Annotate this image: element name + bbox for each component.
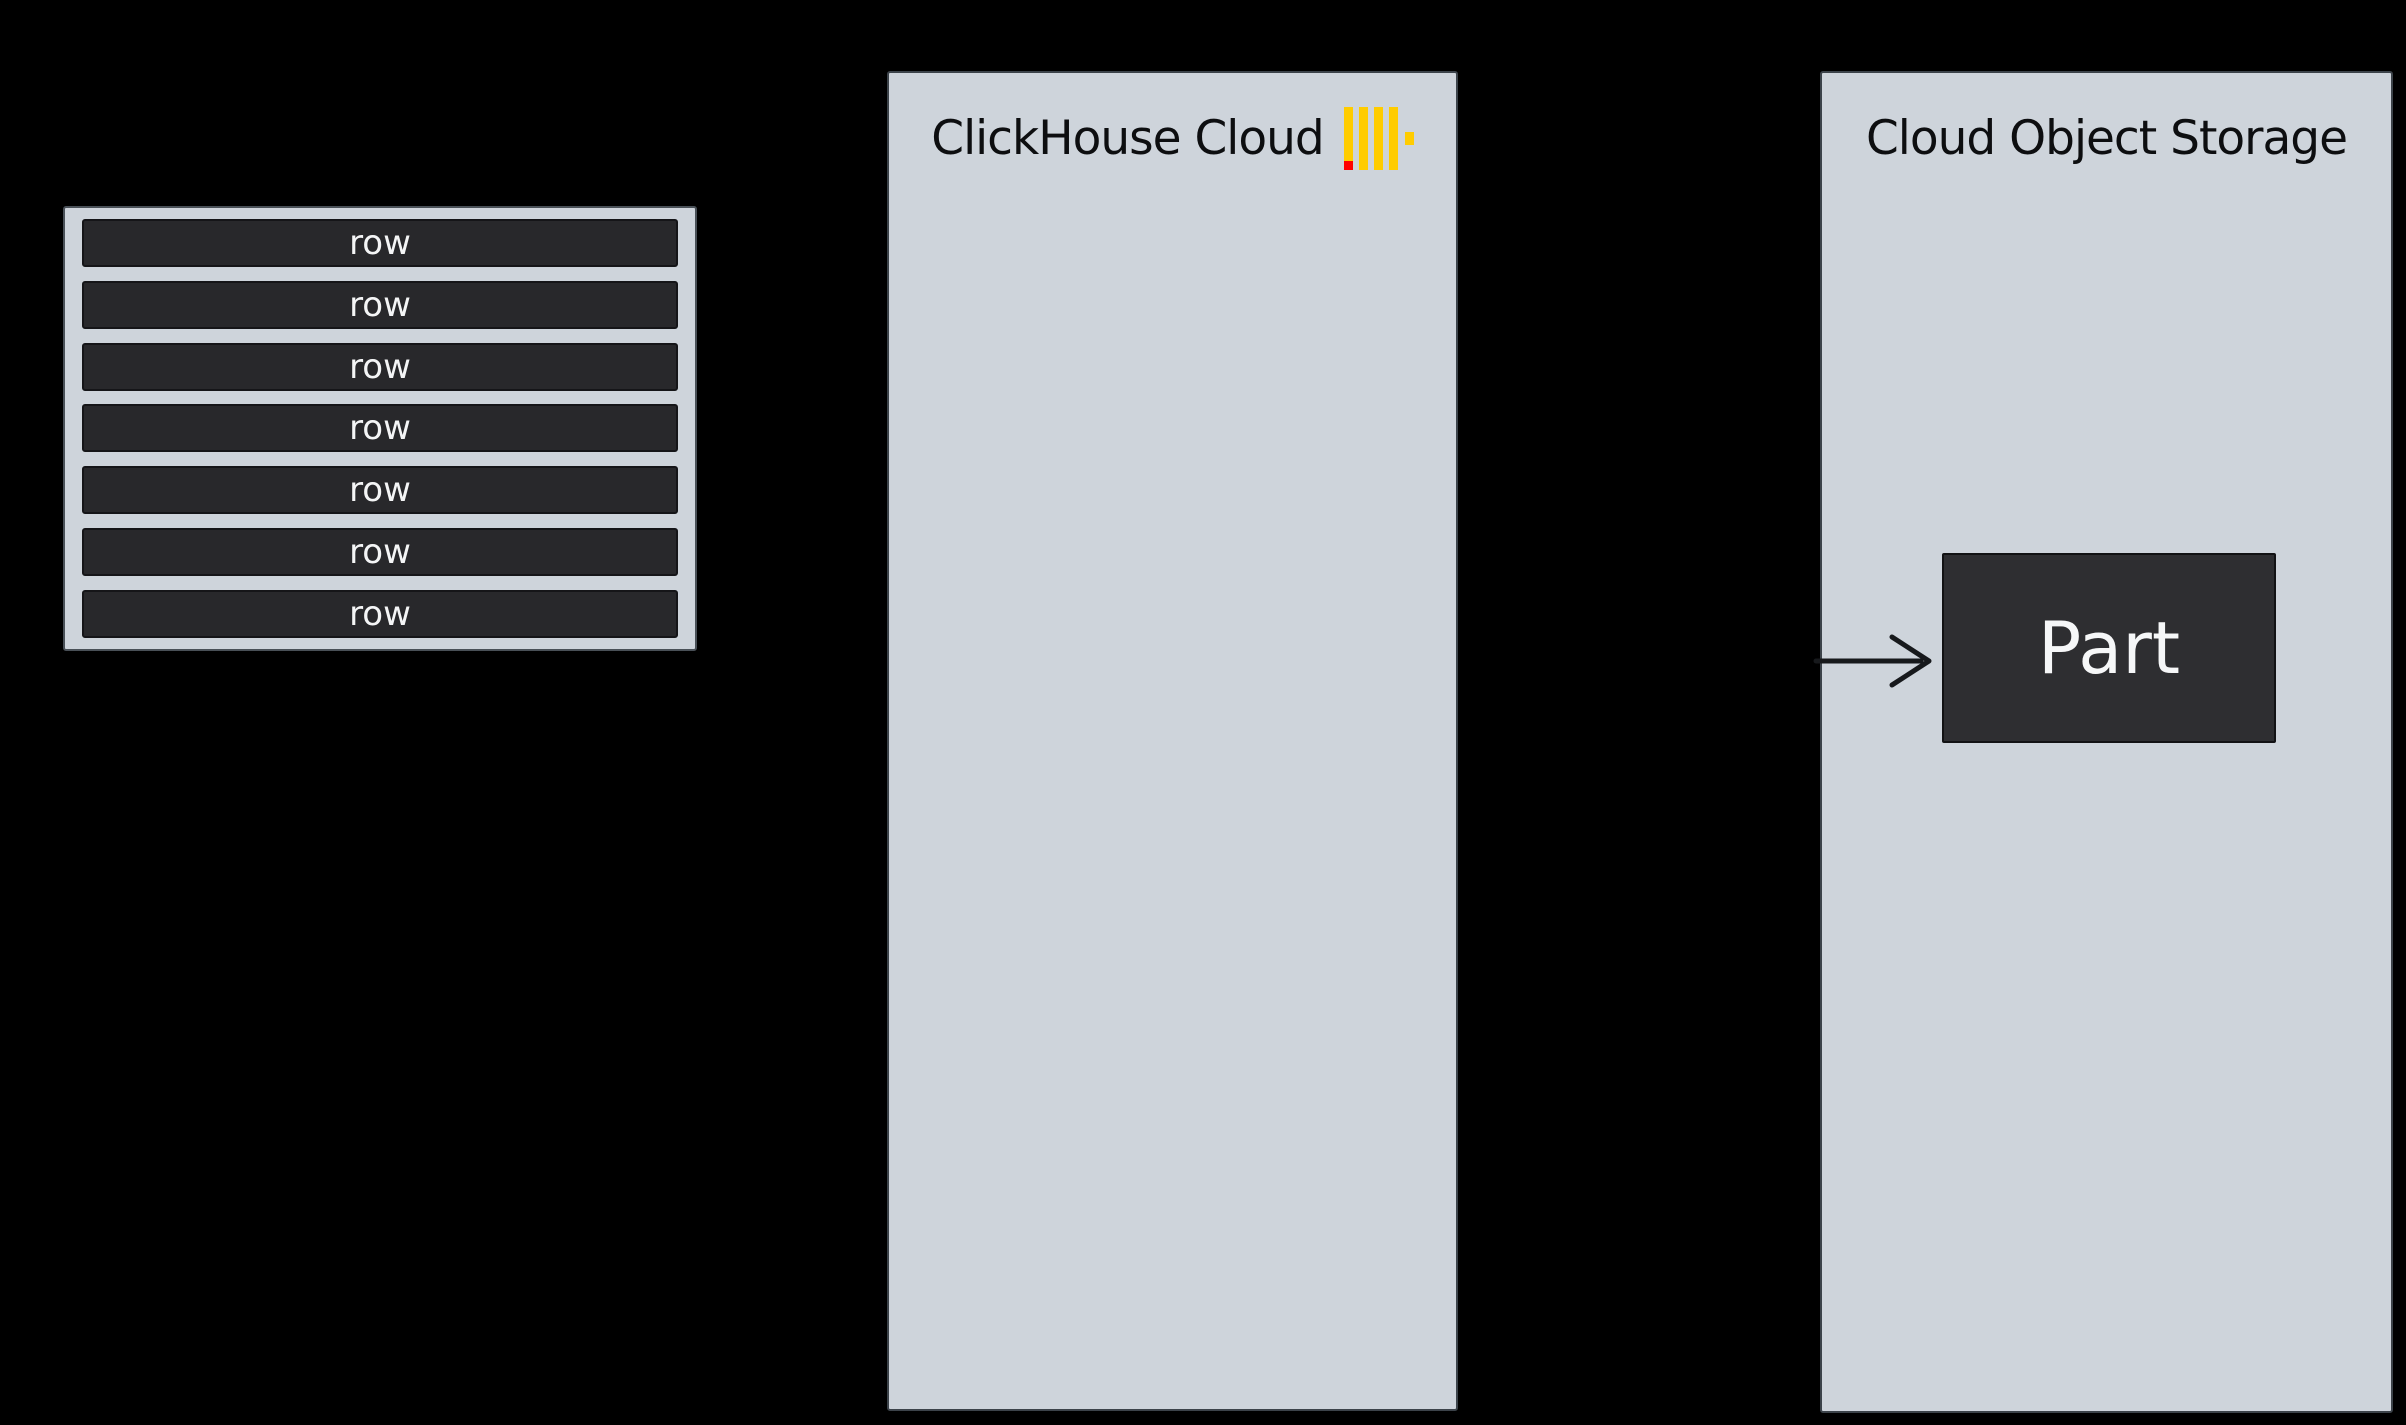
table-row: row xyxy=(82,466,678,515)
rows-table: row row row row row row row xyxy=(63,206,697,651)
row-label: row xyxy=(349,284,411,325)
row-label: row xyxy=(349,223,411,263)
part-box: Part xyxy=(1942,553,2276,743)
table-row: row xyxy=(82,219,678,267)
table-row: row xyxy=(82,589,678,638)
clickhouse-logo-icon xyxy=(1343,106,1414,170)
clickhouse-cloud-panel: ClickHouse Cloud xyxy=(887,71,1458,1411)
clickhouse-cloud-header: ClickHouse Cloud xyxy=(889,105,1456,171)
cloud-object-storage-title: Cloud Object Storage xyxy=(1865,110,2348,166)
table-row: row xyxy=(82,280,678,329)
row-label: row xyxy=(349,593,411,634)
logo-bar xyxy=(1373,106,1383,170)
logo-bar xyxy=(1388,106,1398,170)
row-label: row xyxy=(349,408,411,449)
logo-bar xyxy=(1358,106,1368,170)
row-label: row xyxy=(349,346,411,387)
cloud-object-storage-header: Cloud Object Storage xyxy=(1822,105,2391,171)
row-label: row xyxy=(349,532,411,573)
table-row: row xyxy=(82,342,678,391)
table-row: row xyxy=(82,404,678,453)
logo-bar-short xyxy=(1404,131,1414,145)
clickhouse-cloud-title: ClickHouse Cloud xyxy=(931,110,1324,166)
table-row: row xyxy=(82,528,678,577)
logo-bar xyxy=(1343,106,1353,170)
part-label: Part xyxy=(2037,606,2181,690)
cloud-object-storage-panel: Cloud Object Storage Part xyxy=(1820,71,2393,1413)
row-label: row xyxy=(349,470,411,511)
